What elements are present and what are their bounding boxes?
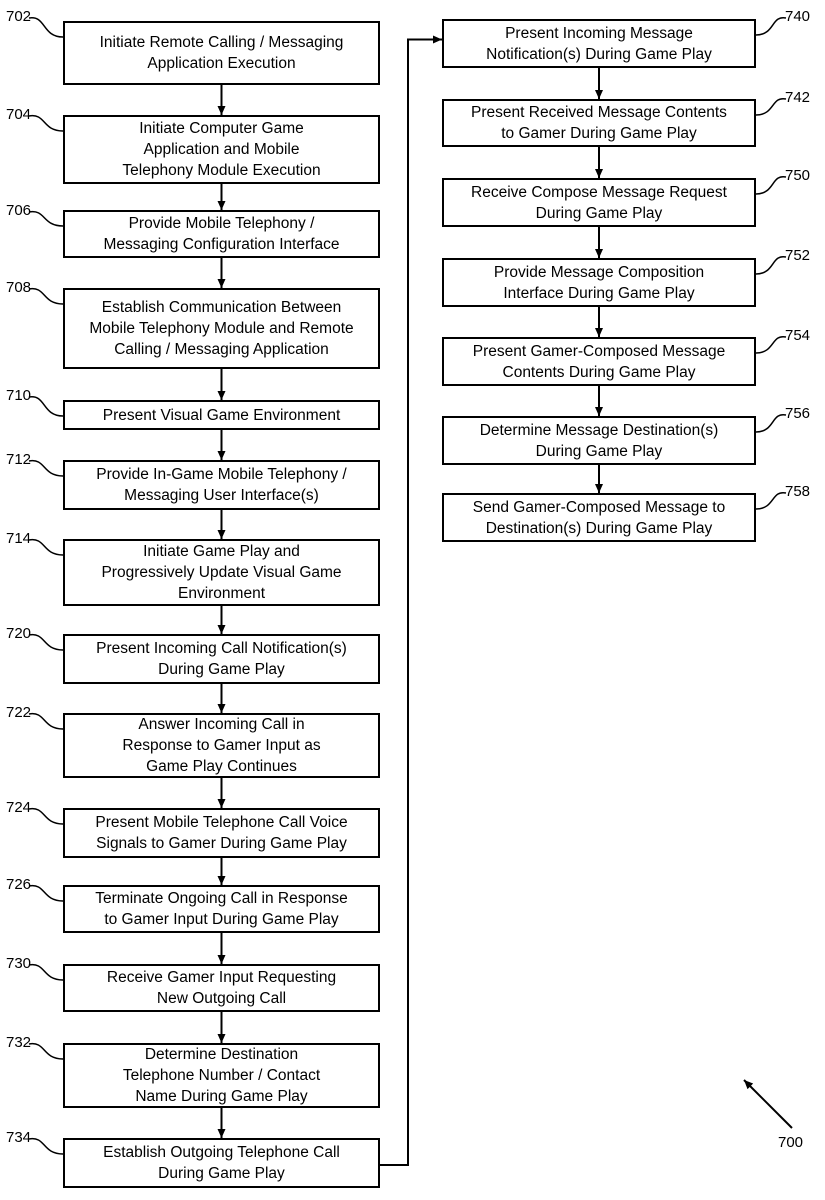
ref-leader-line xyxy=(756,337,786,353)
step-box-724: Present Mobile Telephone Call Voice Sign… xyxy=(63,808,380,858)
step-ref-714: 714 xyxy=(6,531,31,547)
ref-leader-line xyxy=(756,493,786,509)
ref-leader-line xyxy=(29,212,63,226)
step-box-706: Provide Mobile Telephony / Messaging Con… xyxy=(63,210,380,258)
ref-leader-line xyxy=(29,1044,63,1059)
ref-leader-line xyxy=(756,415,786,432)
step-box-730: Receive Gamer Input Requesting New Outgo… xyxy=(63,964,380,1012)
step-ref-702: 702 xyxy=(6,9,31,25)
ref-leader-line xyxy=(29,809,63,824)
step-box-740: Present Incoming Message Notification(s)… xyxy=(442,19,756,68)
step-ref-710: 710 xyxy=(6,388,31,404)
ref-leader-line xyxy=(29,289,63,304)
step-box-714: Initiate Game Play and Progressively Upd… xyxy=(63,539,380,606)
ref-leader-line xyxy=(29,18,63,37)
step-ref-754: 754 xyxy=(785,328,810,344)
ref-leader-line xyxy=(756,18,786,35)
step-ref-756: 756 xyxy=(785,406,810,422)
step-box-708: Establish Communication Between Mobile T… xyxy=(63,288,380,369)
step-box-752: Provide Message Composition Interface Du… xyxy=(442,258,756,307)
ref-leader-line xyxy=(756,177,786,194)
step-box-710: Present Visual Game Environment xyxy=(63,400,380,430)
step-box-732: Determine Destination Telephone Number /… xyxy=(63,1043,380,1108)
ref-leader-line xyxy=(29,635,63,650)
step-box-734: Establish Outgoing Telephone Call During… xyxy=(63,1138,380,1188)
step-box-722: Answer Incoming Call in Response to Game… xyxy=(63,713,380,778)
figure-pointer-arrow xyxy=(744,1080,792,1128)
step-box-750: Receive Compose Message Request During G… xyxy=(442,178,756,227)
ref-leader-line xyxy=(29,965,63,980)
step-ref-712: 712 xyxy=(6,452,31,468)
step-ref-752: 752 xyxy=(785,248,810,264)
step-ref-726: 726 xyxy=(6,877,31,893)
ref-leader-line xyxy=(756,257,786,274)
step-box-726: Terminate Ongoing Call in Response to Ga… xyxy=(63,885,380,933)
step-ref-732: 732 xyxy=(6,1035,31,1051)
ref-leader-line xyxy=(29,116,63,131)
step-ref-706: 706 xyxy=(6,203,31,219)
step-ref-720: 720 xyxy=(6,626,31,642)
figure-number: 700 xyxy=(778,1135,803,1151)
step-ref-708: 708 xyxy=(6,280,31,296)
ref-leader-line xyxy=(756,99,786,115)
step-ref-724: 724 xyxy=(6,800,31,816)
step-ref-722: 722 xyxy=(6,705,31,721)
ref-leader-line xyxy=(29,714,63,729)
step-box-702: Initiate Remote Calling / Messaging Appl… xyxy=(63,21,380,85)
step-ref-730: 730 xyxy=(6,956,31,972)
step-ref-734: 734 xyxy=(6,1130,31,1146)
step-ref-758: 758 xyxy=(785,484,810,500)
step-ref-740: 740 xyxy=(785,9,810,25)
step-box-704: Initiate Computer Game Application and M… xyxy=(63,115,380,184)
step-box-754: Present Gamer-Composed Message Contents … xyxy=(442,337,756,386)
cross-column-connector xyxy=(380,40,442,1166)
ref-leader-line xyxy=(29,461,63,476)
ref-leader-line xyxy=(29,886,63,901)
ref-leader-line xyxy=(29,397,63,416)
step-box-758: Send Gamer-Composed Message to Destinati… xyxy=(442,493,756,542)
step-box-742: Present Received Message Contents to Gam… xyxy=(442,99,756,147)
step-ref-742: 742 xyxy=(785,90,810,106)
step-ref-750: 750 xyxy=(785,168,810,184)
ref-leader-line xyxy=(29,1139,63,1154)
step-box-720: Present Incoming Call Notification(s) Du… xyxy=(63,634,380,684)
step-box-712: Provide In-Game Mobile Telephony / Messa… xyxy=(63,460,380,510)
step-ref-704: 704 xyxy=(6,107,31,123)
step-box-756: Determine Message Destination(s) During … xyxy=(442,416,756,465)
ref-leader-line xyxy=(29,540,63,555)
